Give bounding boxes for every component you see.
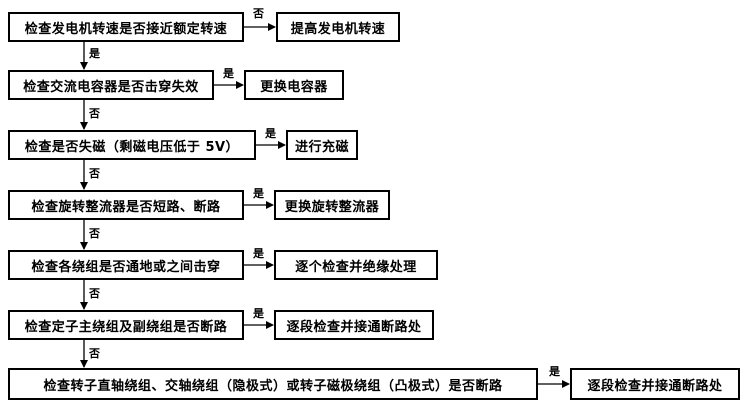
check-box-7: 检查转子直轴绕组、交轴绕组（隐极式）或转子磁极绕组（凸极式）是否断路 (8, 368, 538, 400)
branch-label-7: 是 (549, 365, 560, 378)
branch-label-6: 是 (253, 307, 264, 320)
branch-label-1: 否 (253, 7, 264, 20)
next-label-6: 否 (89, 347, 100, 360)
next-label-4: 否 (89, 227, 100, 240)
next-label-3: 否 (89, 167, 100, 180)
next-label-5: 否 (89, 287, 100, 300)
action-box-5: 逐个检查并绝缘处理 (274, 250, 438, 280)
check-box-4: 检查旋转整流器是否短路、断路 (8, 190, 244, 220)
action-box-3: 进行充磁 (286, 130, 358, 160)
branch-label-2: 是 (223, 67, 234, 80)
action-box-2: 更换电容器 (244, 70, 344, 100)
branch-label-3: 是 (265, 127, 276, 140)
check-box-2: 检查交流电容器是否击穿失效 (8, 70, 214, 100)
check-box-5: 检查各绕组是否通地或之间击穿 (8, 250, 244, 280)
action-box-4: 更换旋转整流器 (274, 190, 390, 220)
check-box-1: 检查发电机转速是否接近额定转速 (8, 12, 244, 42)
next-label-2: 否 (89, 107, 100, 120)
next-label-1: 是 (89, 47, 100, 60)
check-box-3: 检查是否失磁（剩磁电压低于 5V） (8, 130, 256, 160)
action-box-7: 逐段检查并接通断路处 (570, 368, 740, 400)
check-box-6: 检查定子主绕组及副绕组是否断路 (8, 310, 244, 340)
action-box-1: 提高发电机转速 (276, 12, 400, 42)
action-box-6: 逐段检查并接通断路处 (274, 310, 434, 340)
branch-label-4: 是 (253, 187, 264, 200)
branch-label-5: 是 (253, 247, 264, 260)
